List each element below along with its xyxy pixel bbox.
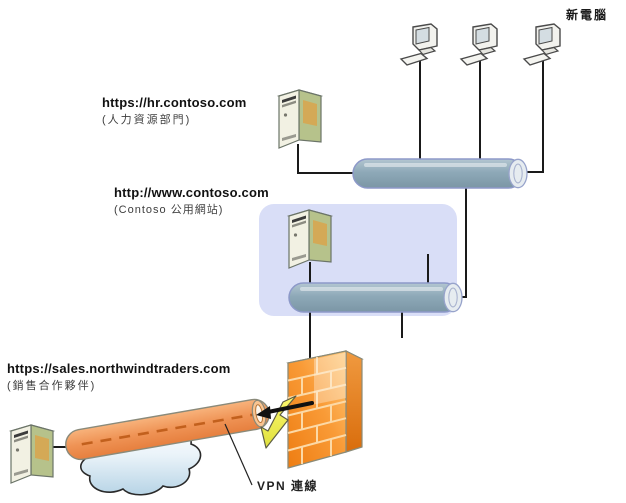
network-segment-cylinder-icon — [288, 282, 463, 313]
hr-site-caption: (人力資源部門) — [102, 113, 192, 126]
client3-link-line — [524, 58, 544, 173]
firewall-brick-wall-icon — [286, 350, 364, 469]
public-site-label: http://www.contoso.com (Contoso 公用網站) — [114, 185, 269, 217]
client-computer-icon — [523, 23, 561, 66]
public-site-url: http://www.contoso.com — [114, 185, 269, 200]
network-segment-cylinder-icon — [352, 158, 528, 189]
deflect-bolt-arrow-icon — [260, 395, 297, 449]
hr-site-label: https://hr.contoso.com (人力資源部門) — [102, 95, 247, 127]
new-computers-label: 新電腦 — [566, 8, 609, 22]
client-computer-icon — [460, 23, 498, 66]
client-computer-icon — [400, 23, 438, 66]
sales-site-label: https://sales.northwindtraders.com (銷售合作… — [7, 361, 231, 393]
public-site-caption: (Contoso 公用網站) — [114, 203, 224, 216]
network-connector-lines — [52, 58, 544, 448]
server-icon — [278, 89, 322, 149]
sales-site-url: https://sales.northwindtraders.com — [7, 361, 231, 376]
segment1-segment2-link-line — [458, 186, 467, 298]
vpn-label-pointer-line — [224, 423, 253, 486]
server-icon — [10, 424, 54, 484]
server-icon — [288, 209, 332, 269]
tunnel-arrow-icon — [256, 401, 314, 419]
sales-site-caption: (銷售合作夥伴) — [7, 379, 97, 392]
hr-site-url: https://hr.contoso.com — [102, 95, 247, 110]
hr-server-link-line — [297, 144, 356, 174]
vpn-connection-label: VPN 連線 — [257, 479, 319, 493]
firewall-brick-lines — [287, 357, 347, 465]
